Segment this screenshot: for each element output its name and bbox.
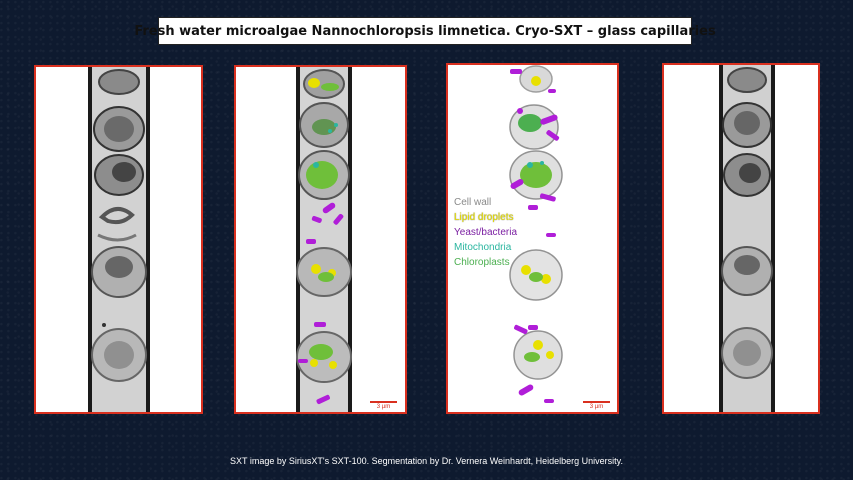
legend-item-yeast-bacteria: Yeast/bacteria	[454, 227, 518, 238]
image-credit: SXT image by SiriusXT's SXT-100. Segment…	[230, 456, 623, 466]
sxt-capillary-image	[88, 67, 150, 412]
legend-item-lipid-droplets: Lipid droplets	[454, 212, 514, 223]
scale-bar	[583, 401, 610, 403]
scale-label: 3 µm	[589, 404, 604, 410]
panel-sxt-raw-right	[662, 63, 820, 414]
organelle-legend: Cell wall Lipid droplets Yeast/bacteria …	[454, 195, 517, 270]
panel-3d-segmentation: Cell wall Lipid droplets Yeast/bacteria …	[446, 63, 619, 414]
segmentation-3d-render	[509, 65, 563, 403]
sxt-capillary-image	[719, 65, 775, 412]
scale-bar	[370, 401, 397, 403]
segmentation-overlay-image	[296, 67, 352, 412]
panel-segmentation-overlay: 3 µm	[234, 65, 407, 414]
legend-item-chloroplasts: Chloroplasts	[454, 257, 510, 268]
scale-label: 3 µm	[376, 404, 391, 410]
slide-title: Fresh water microalgae Nannochloropsis l…	[134, 17, 716, 45]
legend-item-cell-wall: Cell wall	[454, 197, 492, 208]
legend-item-mitochondria: Mitochondria	[454, 242, 512, 253]
panel-sxt-raw-left	[34, 65, 203, 414]
